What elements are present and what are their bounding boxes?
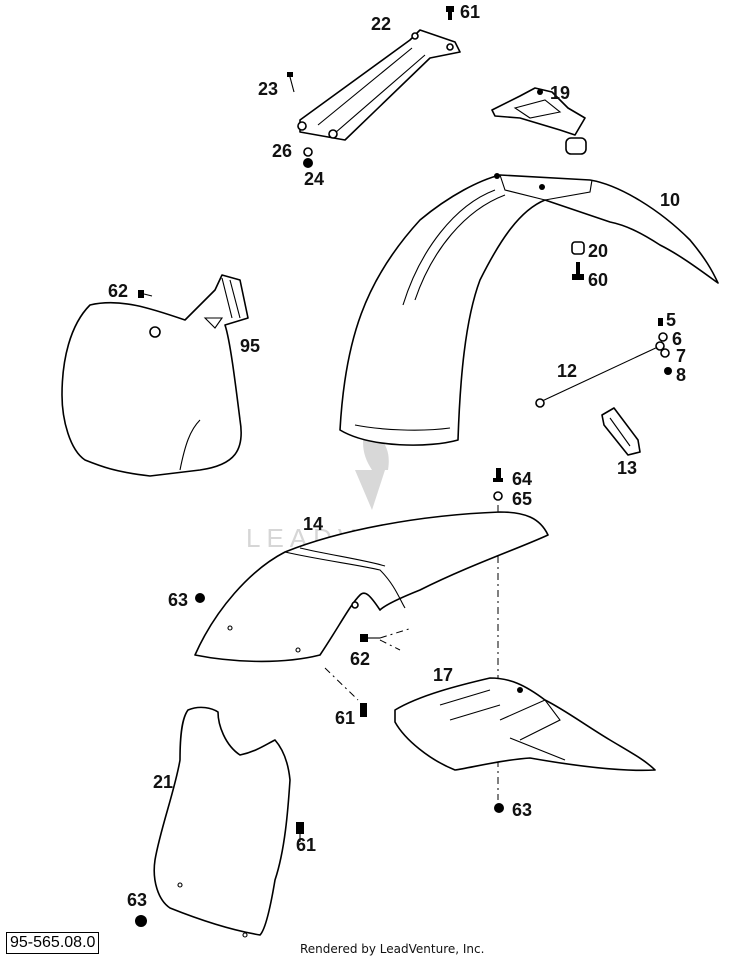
part-63-nut-lower [494, 803, 504, 813]
part-10-front-fender [339, 173, 719, 446]
callout-7: 7 [676, 346, 686, 366]
part-62-bolt-left [138, 290, 153, 298]
callout-60: 60 [588, 270, 608, 290]
callout-12: 12 [557, 361, 577, 381]
callout-95: 95 [240, 336, 260, 356]
part-12-cable [535, 341, 665, 408]
callout-20: 20 [588, 241, 608, 261]
part-61-bolt-top [446, 6, 454, 20]
callout-62-mid: 62 [350, 649, 370, 669]
callout-61-top: 61 [460, 2, 480, 22]
callout-24: 24 [304, 169, 324, 189]
callout-17: 17 [433, 665, 453, 685]
callout-5: 5 [666, 310, 676, 330]
callout-22: 22 [371, 14, 391, 34]
callout-62-left: 62 [108, 281, 128, 301]
part-62-bolt-mid [360, 627, 413, 651]
callout-63-lower: 63 [512, 800, 532, 820]
part-17-rear-liner [394, 677, 656, 772]
callout-21: 21 [153, 772, 173, 792]
callout-65: 65 [512, 489, 532, 509]
part-8-nut [664, 367, 672, 375]
footer-credit: Rendered by LeadVenture, Inc. [300, 942, 485, 956]
part-21-mud-flap [153, 706, 291, 938]
callout-8: 8 [676, 365, 686, 385]
part-60-bolt [572, 262, 584, 280]
part-5-screw [658, 318, 663, 326]
part-6-washer [658, 332, 668, 342]
part-23-screw [287, 72, 295, 93]
reference-code: 95-565.08.0 [6, 932, 100, 954]
part-24-nut [303, 158, 313, 168]
part-63-nut-bottom [135, 915, 147, 927]
callout-64: 64 [512, 469, 532, 489]
part-26-washer [303, 147, 313, 157]
part-7-washer [660, 348, 670, 358]
callout-63-bottom: 63 [127, 890, 147, 910]
callout-61-mid: 61 [335, 708, 355, 728]
callout-6: 6 [672, 329, 682, 349]
callout-26: 26 [272, 141, 292, 161]
part-20-bushing [571, 241, 585, 255]
callout-10: 10 [660, 190, 680, 210]
callout-19: 19 [550, 83, 570, 103]
callout-23: 23 [258, 79, 278, 99]
part-65-washer [493, 491, 503, 501]
callout-63-left: 63 [168, 590, 188, 610]
part-64-bolt [493, 468, 503, 482]
part-19-bracket [491, 87, 587, 155]
part-61-bolt-mid [324, 667, 367, 717]
part-13-clip [601, 407, 641, 456]
part-95-number-plate [61, 274, 249, 477]
part-22-bracket [297, 29, 461, 141]
callout-13: 13 [617, 458, 637, 478]
callout-14: 14 [303, 514, 323, 534]
part-61-bolt-lower [296, 822, 304, 842]
callout-61-lower: 61 [296, 835, 316, 855]
part-14-rear-fender [194, 511, 549, 663]
part-63-nut-left [195, 593, 205, 603]
